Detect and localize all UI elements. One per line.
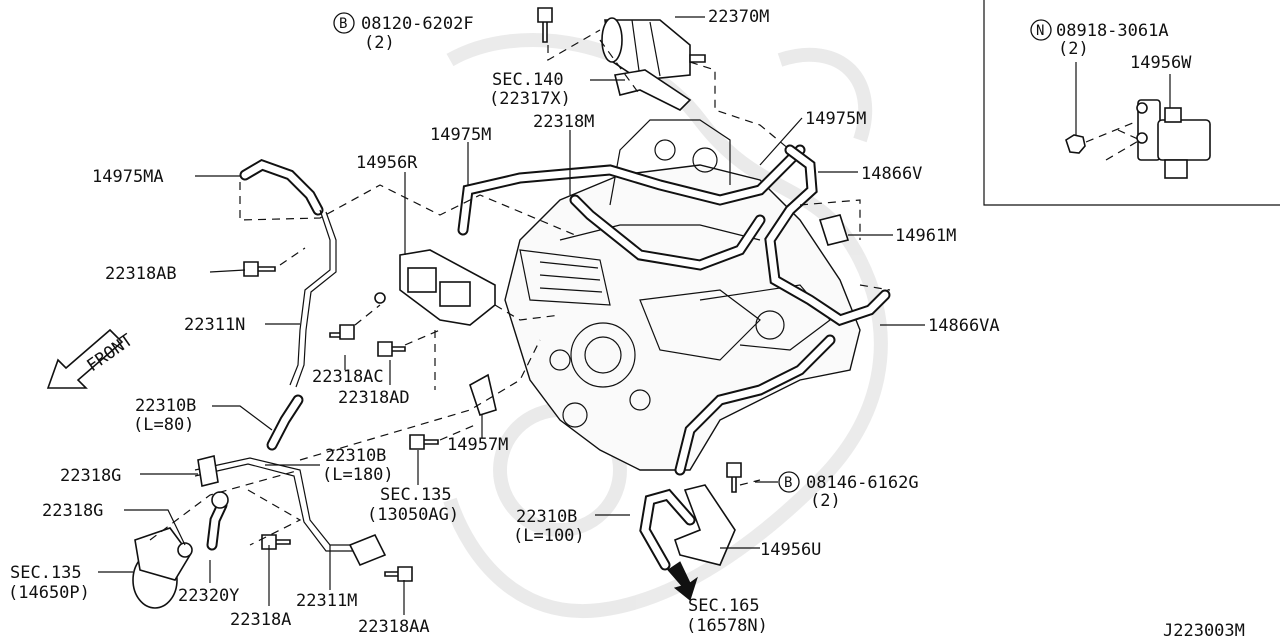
label-bolt-top-qty: (2) [364, 33, 395, 53]
label-22311M: 22311M [296, 591, 357, 611]
label-22318AC: 22318AC [312, 367, 384, 387]
front-arrow-icon [46, 328, 124, 389]
label-08120-6202F: 08120-6202F [361, 14, 474, 34]
label-22310B-L100-len: (L=100) [513, 526, 585, 546]
label-14957M: 14957M [447, 435, 508, 455]
label-14975M-left: 14975M [430, 125, 491, 145]
small-fittings [197, 214, 850, 567]
leader-lines [98, 16, 925, 615]
label-22318G-lower: 22318G [42, 501, 103, 521]
label-22318AA: 22318AA [358, 617, 430, 637]
bolt-icon [243, 261, 276, 277]
diagram-id: J223003M [1163, 621, 1245, 639]
label-sec135-b-ref: (14650P) [8, 583, 90, 603]
inset-note-qty: (2) [1058, 39, 1089, 59]
canister-22370M [601, 17, 706, 81]
solenoid-valve-inset [1136, 99, 1211, 179]
bolt-icon [377, 341, 406, 357]
label-22318M: 22318M [533, 112, 594, 132]
vacuum-hoses [206, 144, 891, 571]
label-14956U: 14956U [760, 540, 821, 560]
label-14956R: 14956R [356, 153, 418, 173]
label-sec135-a-ref: (13050AG) [367, 505, 459, 525]
label-sec135-a: SEC.135 [380, 485, 452, 505]
label-sec165-ref: (16578N) [686, 616, 768, 636]
inset-note-number: 08918-3061A [1056, 21, 1169, 41]
label-14866VA: 14866VA [928, 316, 1000, 336]
assembly-guides [149, 29, 891, 546]
bolt-note-circle-icon [333, 12, 355, 34]
label-22311N: 22311N [184, 315, 245, 335]
callout-labels: B 08120-6202F (2) 22370M SEC.140 (22317X… [8, 7, 1245, 639]
sec165-arrow-icon [667, 561, 698, 601]
bolt-mid-prefix: B [784, 475, 792, 491]
label-22310B-L100: 22310B [516, 507, 577, 527]
bolt-top-prefix: B [339, 16, 347, 32]
inset-box: N 08918-3061A (2) 14956W [983, 0, 1280, 206]
label-22310B-L180: 22310B [325, 446, 386, 466]
inset-part-label: 14956W [1130, 53, 1192, 73]
bracket-22318M [614, 69, 692, 111]
label-22320Y: 22320Y [178, 586, 239, 606]
label-sec140: SEC.140 [492, 70, 564, 90]
label-22318A: 22318A [230, 610, 291, 630]
label-22318AD: 22318AD [338, 388, 410, 408]
label-sec135-b: SEC.135 [10, 563, 82, 583]
label-14866V: 14866V [861, 164, 922, 184]
canister-14650P [132, 527, 193, 609]
bolt-icon [261, 534, 291, 550]
label-08146-6162G: 08146-6162G [806, 473, 919, 493]
note-circle-icon [1030, 19, 1052, 41]
label-22310B-L80-len: (L=80) [133, 415, 194, 435]
inset-note-prefix: N [1036, 23, 1044, 39]
bolts [243, 7, 742, 582]
bolt-icon [409, 434, 439, 450]
bolt-icon [537, 7, 553, 43]
label-22310B-L80: 22310B [135, 396, 196, 416]
label-22318AB: 22318AB [105, 264, 177, 284]
bolt-icon [329, 324, 355, 340]
bolt-icon [726, 462, 742, 493]
label-14975MA: 14975MA [92, 167, 164, 187]
label-sec140-ref: (22317X) [489, 89, 571, 109]
label-22310B-L180-len: (L=180) [322, 465, 394, 485]
label-bolt-mid-qty: (2) [810, 491, 841, 511]
label-sec165: SEC.165 [688, 596, 760, 616]
label-14961M: 14961M [895, 226, 956, 246]
solenoid-14956R [374, 249, 496, 326]
nut-icon [1065, 134, 1086, 154]
metal-pipes [194, 209, 370, 552]
bolt-icon [384, 566, 413, 582]
label-14975M-right: 14975M [805, 109, 866, 129]
label-22370M: 22370M [708, 7, 769, 27]
label-22318G-upper: 22318G [60, 466, 121, 486]
bolt-note-circle-icon [778, 471, 800, 493]
